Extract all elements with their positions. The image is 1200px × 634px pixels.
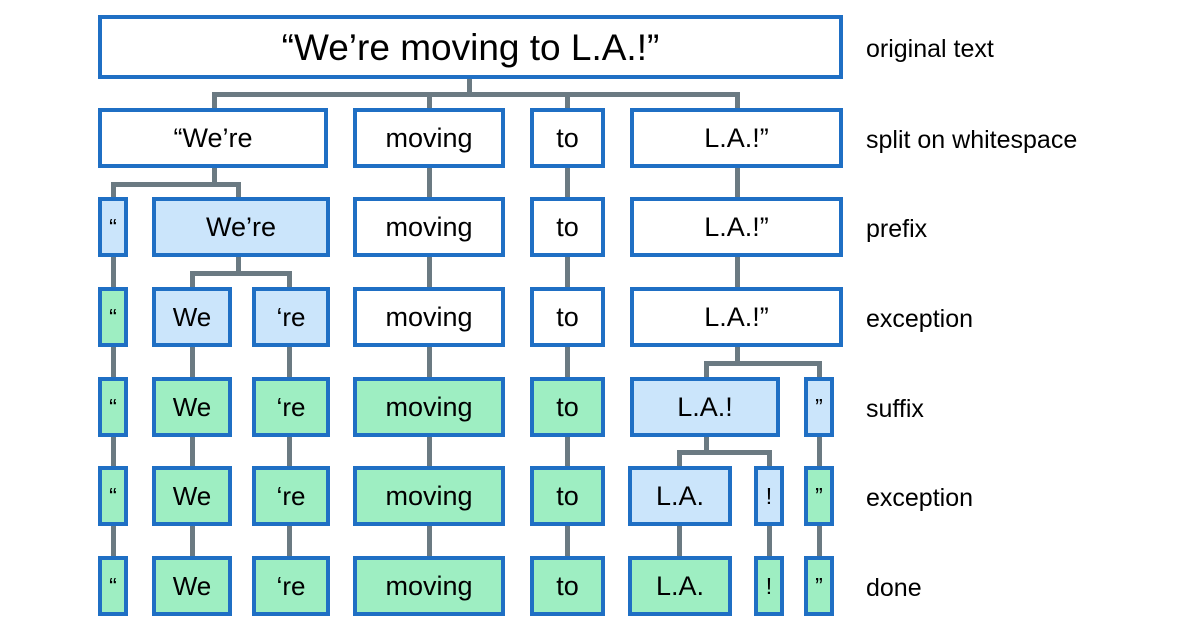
connector-r6-bang-pass (767, 526, 772, 556)
token-box-moving[interactable]: moving (353, 466, 505, 526)
token-box-la[interactable]: L.A. (628, 466, 732, 526)
connector-r2c1-stem (212, 168, 217, 182)
token-box-to[interactable]: to (530, 287, 605, 347)
connector-r3-quote-pass (111, 257, 116, 287)
connector-r5-la-stem (704, 437, 709, 450)
connector-r3-drop-re (287, 271, 292, 287)
token-box-moving[interactable]: moving (353, 287, 505, 347)
token-box-to[interactable]: to (530, 377, 605, 437)
connector-r3-drop-we (190, 271, 195, 287)
connector-r2c1-bus (111, 182, 241, 187)
token-box-to[interactable]: to (530, 108, 605, 168)
connector-r4-drop-rquote (817, 361, 822, 377)
connector-r4-moving-pass (427, 347, 432, 377)
connector-r3-were-stem (236, 257, 241, 271)
token-box-la-bang-quote[interactable]: L.A.!” (630, 287, 843, 347)
connector-r4-quote-pass (111, 347, 116, 377)
connector-r6-moving-pass (427, 526, 432, 556)
connector-root-stem (467, 78, 472, 94)
token-box-right-quote[interactable]: ” (804, 466, 834, 526)
connector-r6-we-pass (190, 526, 195, 556)
token-box-re[interactable]: ‘re (252, 377, 330, 437)
token-box-left-quote[interactable]: “ (98, 377, 128, 437)
token-box-were-quoted[interactable]: “We’re (98, 108, 328, 168)
connector-r3-la-pass (735, 257, 740, 287)
connector-r5-drop-la (677, 450, 682, 466)
connector-r5-drop-bang (767, 450, 772, 466)
connector-r2-to-pass (565, 168, 570, 197)
connector-r5-moving-pass (427, 437, 432, 466)
row-label-suffix: suffix (866, 395, 924, 423)
token-box-la-bang[interactable]: L.A.! (630, 377, 780, 437)
token-box-to[interactable]: to (530, 466, 605, 526)
connector-r5-la-bus (677, 450, 772, 455)
token-box-we[interactable]: We (152, 377, 232, 437)
connector-r2-la-pass (735, 168, 740, 197)
connector-root-drop-3 (565, 92, 570, 108)
connector-r4-drop-la (704, 361, 709, 377)
connector-r5-we-pass (190, 437, 195, 466)
token-box-re[interactable]: ‘re (252, 466, 330, 526)
connector-r2-moving-pass (427, 168, 432, 197)
connector-r3-were-bus (190, 271, 292, 276)
token-box-la-bang-quote[interactable]: L.A.!” (630, 108, 843, 168)
token-box-we[interactable]: We (152, 556, 232, 616)
connector-r4-la-bus (704, 361, 822, 366)
connector-r2c1-drop-were (236, 182, 241, 197)
row-label-exception-prefix: exception (866, 305, 974, 333)
connector-r2c1-drop-quote (111, 182, 116, 197)
token-box-left-quote[interactable]: “ (98, 466, 128, 526)
row-label-prefix: prefix (866, 215, 928, 243)
token-box-we[interactable]: We (152, 287, 232, 347)
token-box-moving[interactable]: moving (353, 556, 505, 616)
connector-r3-moving-pass (427, 257, 432, 287)
connector-r6-rquote-pass (817, 526, 822, 556)
token-box-were[interactable]: We’re (152, 197, 330, 257)
connector-r6-to-pass (565, 526, 570, 556)
token-box-la-bang-quote[interactable]: L.A.!” (630, 197, 843, 257)
connector-r4-re-pass (287, 347, 292, 377)
row-label-split-on-whitespace: split on whitespace (866, 126, 1078, 154)
token-box-exclamation[interactable]: ! (754, 556, 784, 616)
token-box-right-quote[interactable]: ” (804, 556, 834, 616)
connector-r4-to-pass (565, 347, 570, 377)
token-box-left-quote[interactable]: “ (98, 197, 128, 257)
token-box-re[interactable]: ‘re (252, 287, 330, 347)
token-box-original-text[interactable]: “We’re moving to L.A.!” (98, 15, 843, 79)
token-box-left-quote[interactable]: “ (98, 556, 128, 616)
connector-root-drop-2 (427, 92, 432, 108)
connector-root-drop-1 (212, 92, 217, 108)
connector-r6-quote-pass (111, 526, 116, 556)
connector-r4-la-stem (735, 347, 740, 361)
row-label-done: done (866, 574, 922, 602)
token-box-moving[interactable]: moving (353, 108, 505, 168)
token-box-moving[interactable]: moving (353, 377, 505, 437)
connector-r6-la-pass (677, 526, 682, 556)
token-box-to[interactable]: to (530, 197, 605, 257)
row-label-original-text: original text (866, 35, 994, 63)
token-box-left-quote[interactable]: “ (98, 287, 128, 347)
connector-root-drop-4 (735, 92, 740, 108)
token-box-la[interactable]: L.A. (628, 556, 732, 616)
token-box-to[interactable]: to (530, 556, 605, 616)
connector-r4-we-pass (190, 347, 195, 377)
token-box-re[interactable]: ‘re (252, 556, 330, 616)
connector-r5-rquote-pass (817, 437, 822, 466)
token-box-right-quote[interactable]: ” (804, 377, 834, 437)
row-label-exception-suffix: exception (866, 484, 974, 512)
token-box-moving[interactable]: moving (353, 197, 505, 257)
token-box-exclamation[interactable]: ! (754, 466, 784, 526)
connector-r5-to-pass (565, 437, 570, 466)
connector-root-bus (212, 92, 740, 97)
connector-r5-re-pass (287, 437, 292, 466)
token-box-we[interactable]: We (152, 466, 232, 526)
connector-r3-to-pass (565, 257, 570, 287)
connector-r5-quote-pass (111, 437, 116, 466)
connector-r6-re-pass (287, 526, 292, 556)
